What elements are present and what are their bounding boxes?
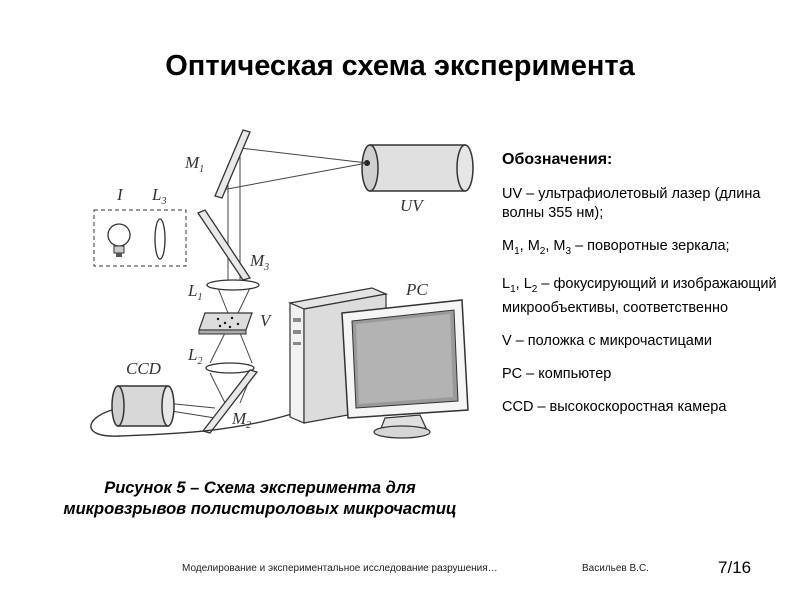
label-m1: M1	[184, 153, 204, 175]
mirror-m3	[197, 209, 252, 281]
legend-item-mirrors: M1, M2, M3 – поворотные зеркала;	[502, 238, 730, 257]
legend-item-ccd: CCD – высокоскоростная камера	[502, 398, 727, 415]
label-l1: L1	[187, 281, 202, 303]
lens-l1	[206, 279, 260, 291]
legend-item-lenses: L1, L2 – фокусирующий и изображающий мик…	[502, 275, 777, 316]
legend-item-pc: PC – компьютер	[502, 365, 612, 382]
illumination-box	[93, 209, 187, 267]
lens-l2	[205, 362, 255, 374]
optical-scheme-diagram: M1 I L3 UV M3 L1 PC V L2 CCD M2	[90, 129, 474, 439]
pc-monitor	[341, 299, 469, 439]
label-ccd: CCD	[126, 359, 162, 378]
label-i: I	[116, 185, 124, 204]
figure-caption: Рисунок 5 – Схема эксперимента для микро…	[63, 479, 457, 518]
footer-topic: Моделирование и экспериментальное исслед…	[182, 563, 498, 574]
page-number: 7/16	[718, 558, 752, 577]
footer-author: Васильев В.С.	[582, 563, 649, 574]
label-l2: L2	[187, 345, 202, 367]
label-l3: L3	[151, 185, 166, 207]
legend-panel: Обозначения: UV – ультрафиолетовый лазер…	[502, 150, 792, 431]
mirror-m1	[214, 129, 251, 199]
uv-laser	[361, 144, 474, 192]
slide-title: Оптическая схема эксперимента	[165, 50, 635, 82]
mirror-m2	[201, 369, 259, 434]
label-m2: M2	[231, 409, 251, 431]
label-m3: M3	[249, 251, 269, 273]
label-v: V	[260, 311, 273, 330]
legend-item-uv: UV – ультрафиолетовый лазер (длина волны…	[502, 186, 761, 221]
sample-substrate	[198, 312, 253, 335]
label-uv: UV	[400, 196, 425, 215]
label-pc: PC	[405, 280, 428, 299]
legend-heading: Обозначения:	[502, 151, 613, 168]
legend-item-v: V – положка с микрочастицами	[502, 332, 712, 349]
ccd-camera	[90, 385, 296, 437]
